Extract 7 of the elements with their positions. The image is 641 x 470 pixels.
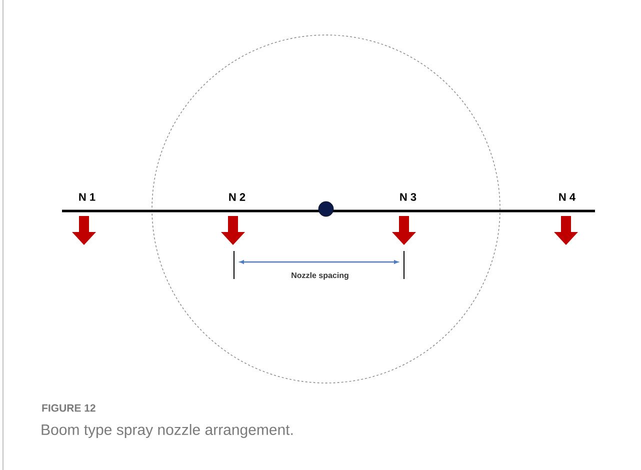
dimension-label: Nozzle spacing: [292, 272, 348, 280]
nozzle-label: N 3: [400, 193, 416, 201]
nozzle-label: N 1: [79, 193, 96, 201]
caption: Boom type spray nozzle arrangement.: [42, 424, 293, 438]
nozzle-label: N 2: [229, 193, 246, 201]
figure-number: FIGURE 12: [42, 404, 96, 412]
nozzle-label: N 4: [559, 193, 576, 201]
